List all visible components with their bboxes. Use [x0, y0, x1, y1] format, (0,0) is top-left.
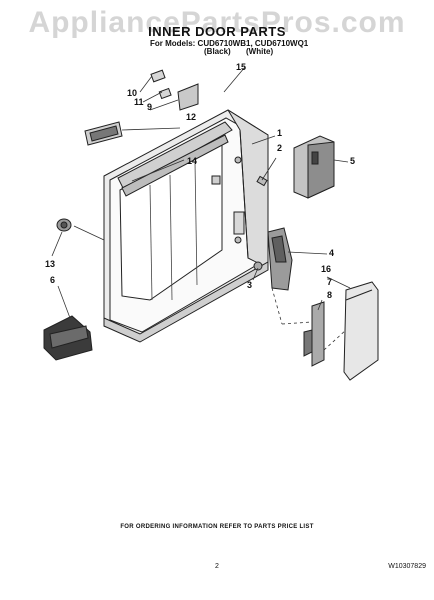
inner-door-panel: [103, 109, 269, 343]
callout-14: 14: [187, 156, 198, 166]
models-line: For Models: CUD6710WB1, CUD6710WQ1: [150, 39, 309, 48]
clip-parts: [150, 69, 199, 111]
part-2-screw: [256, 175, 268, 187]
page-number: 2: [215, 563, 219, 570]
part-4-hinge: [267, 227, 293, 291]
callout-3: 3: [247, 280, 253, 290]
variant-white-label: (White): [246, 47, 274, 56]
callout-4: 4: [329, 248, 335, 258]
callout-11: 11: [134, 97, 144, 107]
part-3-nut: [253, 261, 263, 271]
callout-16: 16: [321, 264, 332, 274]
callout-10: 10: [127, 88, 138, 98]
part-16-side-cover: [343, 281, 379, 381]
callout-9: 9: [147, 102, 153, 112]
callout-8: 8: [327, 290, 333, 300]
callout-1: 1: [277, 128, 283, 138]
callout-12: 12: [186, 112, 197, 122]
callout-15: 15: [236, 62, 247, 72]
part-12-vent: [84, 121, 123, 146]
part-5-latch: [293, 135, 335, 199]
assembly-dashed-lines: [271, 287, 347, 351]
callout-13: 13: [45, 259, 56, 269]
part-6-grille: [43, 315, 93, 361]
ordering-info-note: FOR ORDERING INFORMATION REFER TO PARTS …: [120, 524, 314, 530]
page-title: INNER DOOR PARTS: [148, 24, 286, 39]
variant-black-label: (Black): [204, 47, 231, 56]
part-13-knob: [56, 218, 72, 232]
document-number: W10307829: [388, 563, 426, 570]
callout-6: 6: [50, 275, 56, 285]
callout-7: 7: [327, 277, 333, 287]
part-8-hinge-plate: [303, 301, 325, 367]
leader-lines: [51, 66, 351, 319]
callout-2: 2: [277, 143, 283, 153]
callout-5: 5: [350, 156, 356, 166]
